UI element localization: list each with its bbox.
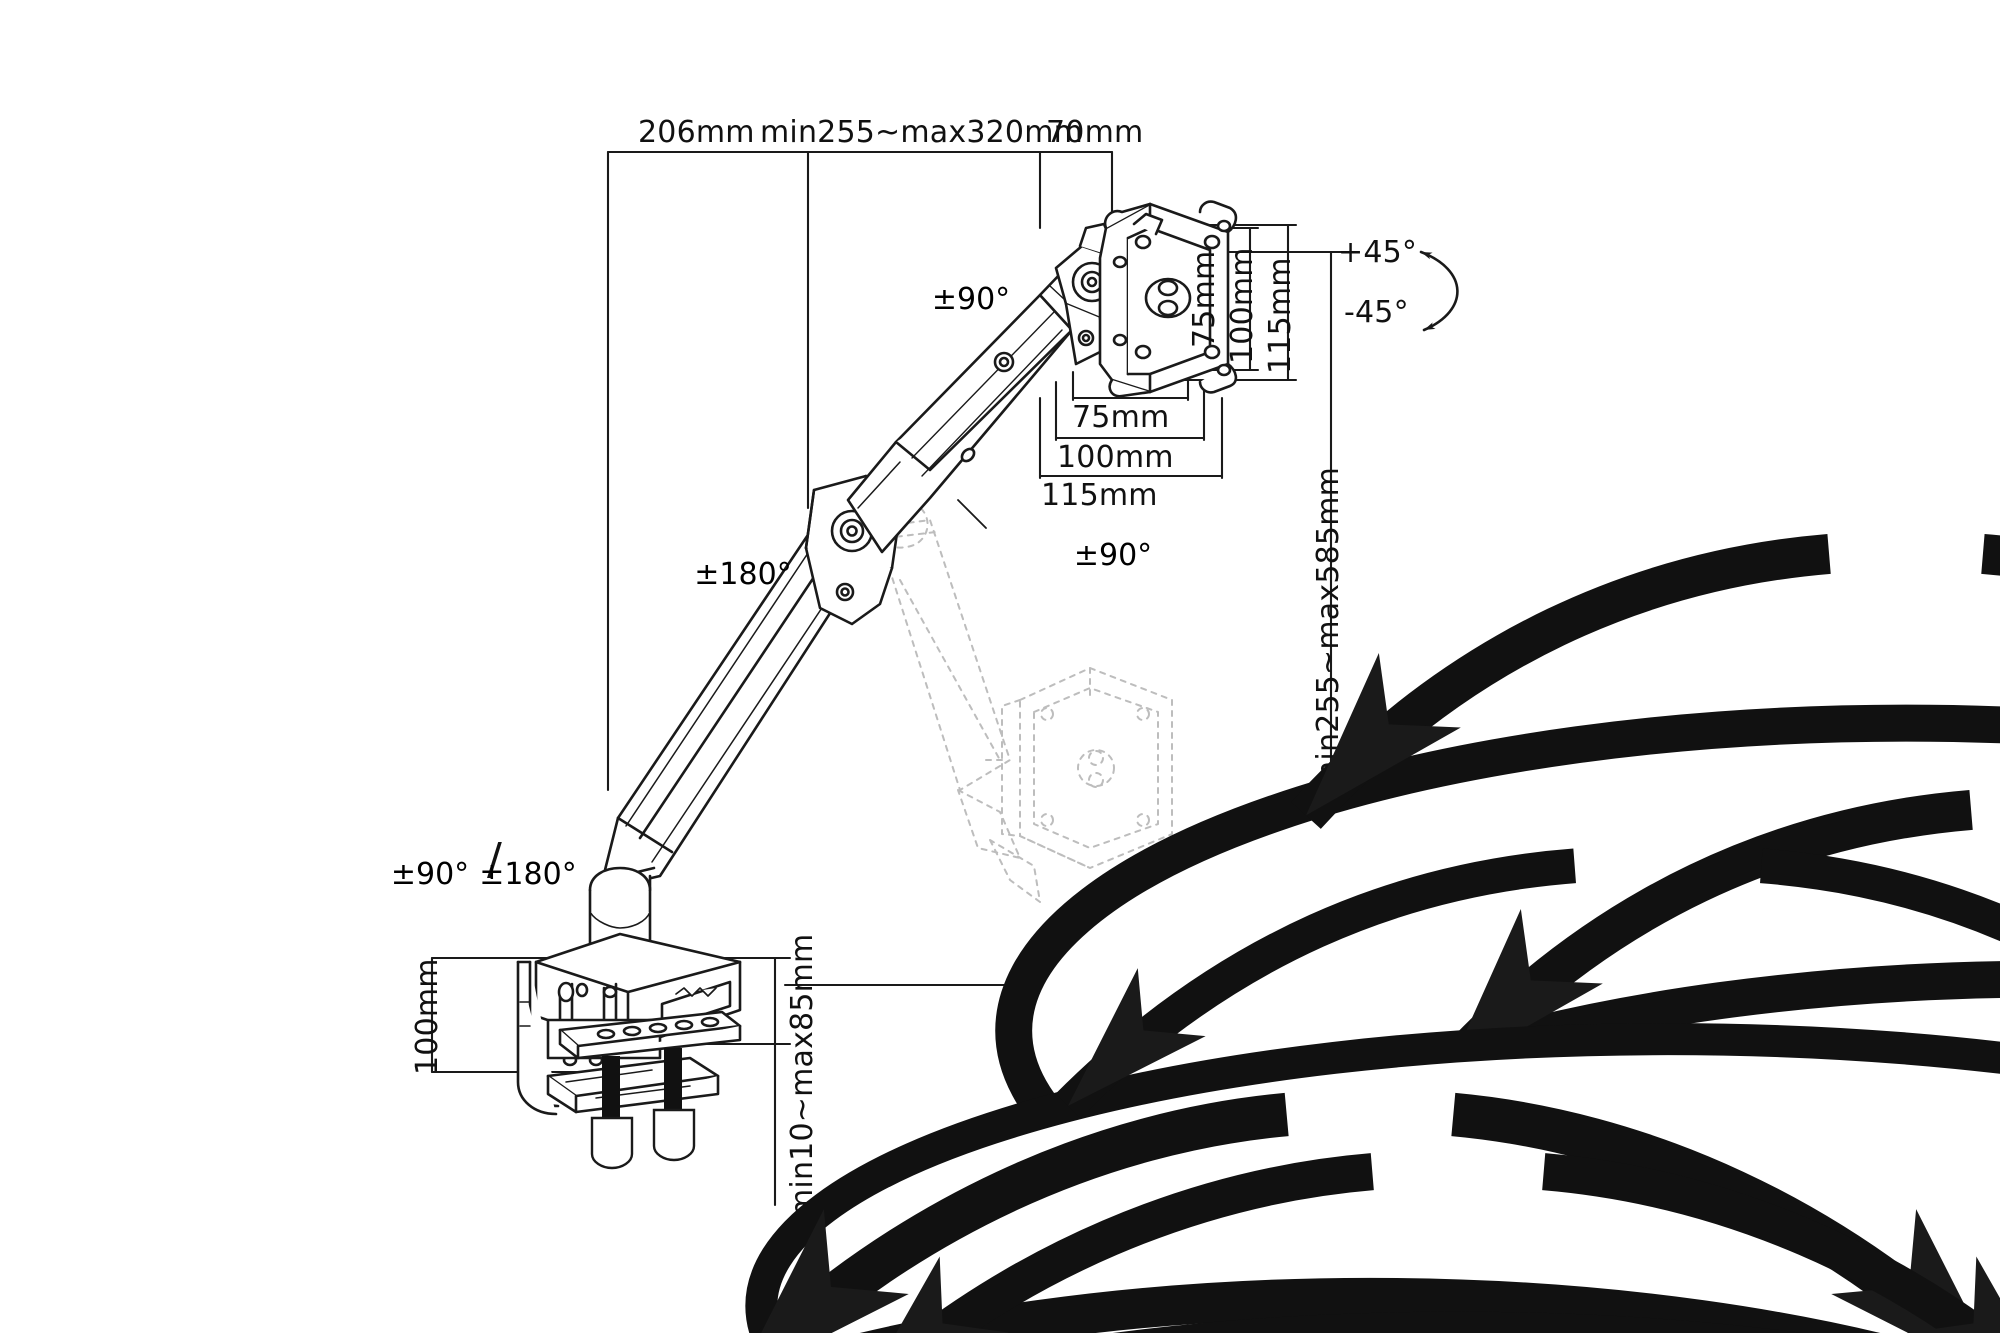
badge-head-rotation: ±90° [906, 272, 2000, 1333]
badge-elbow-rotation: ±180° [668, 546, 2000, 1333]
angle-tilt-down: -45° [1344, 295, 1409, 330]
badge-pivot-rotation-label: ±90° [1073, 538, 1153, 573]
dim-vesa-horizontal-100: 100mm [1057, 440, 1174, 475]
badge-ellipse-arrows-icon [858, 1153, 2000, 1333]
badge-base-rotation-90-label: ±90° [390, 857, 470, 892]
clamp-thumbscrews [590, 1048, 696, 1170]
dim-206mm: 206mm [638, 115, 755, 150]
dim-70mm: 70mm [1046, 115, 1144, 150]
dim-vesa-horizontal-75: 75mm [1072, 400, 1170, 435]
badge-base-rotation-180: ±180° [458, 848, 2000, 1333]
dim-vesa-horizontal-115: 115mm [1041, 478, 1158, 513]
badge-base-rotation-180-label: ±180° [479, 857, 577, 892]
angle-tilt-up: +45° [1338, 235, 1418, 270]
monitor-arm-assembly [516, 200, 1238, 1116]
dim-extension-reach: min255~max320mm [760, 115, 1084, 150]
badge-elbow-rotation-label: ±180° [694, 557, 792, 592]
base-rotation-separator: / [487, 834, 502, 885]
badge-head-rotation-label: ±90° [931, 282, 1011, 317]
